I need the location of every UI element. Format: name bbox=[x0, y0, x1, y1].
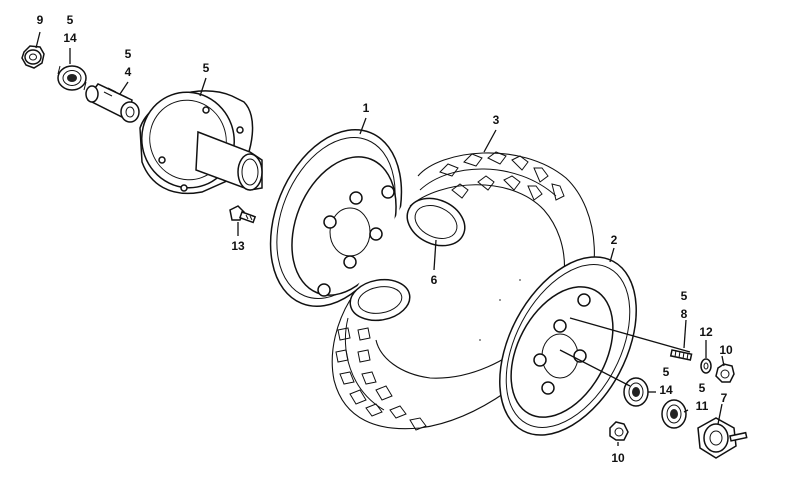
part-4-spacer bbox=[85, 83, 140, 123]
part-11-bearing bbox=[661, 399, 687, 429]
label-10: 10 bbox=[719, 343, 733, 357]
label-5: 5 bbox=[125, 47, 132, 61]
label-4: 4 bbox=[125, 65, 132, 79]
label-2: 2 bbox=[611, 233, 618, 247]
label-12: 12 bbox=[699, 325, 713, 339]
leader-lines bbox=[35, 31, 725, 446]
part-hub bbox=[139, 90, 263, 195]
label-14: 14 bbox=[659, 383, 673, 397]
label-5: 5 bbox=[663, 365, 670, 379]
label-5: 5 bbox=[699, 381, 706, 395]
part-7-axle-collar bbox=[697, 417, 748, 459]
label-3: 3 bbox=[493, 113, 500, 127]
label-9: 9 bbox=[37, 13, 44, 27]
part-2-rim-half bbox=[499, 256, 637, 436]
label-5: 5 bbox=[681, 289, 688, 303]
label-10: 10 bbox=[611, 451, 625, 465]
part-labels: 9 5 14 5 4 5 1 3 13 6 2 5 8 12 10 5 14 5… bbox=[37, 13, 733, 465]
label-14: 14 bbox=[63, 31, 77, 45]
part-13-bolt bbox=[229, 205, 257, 224]
label-1: 1 bbox=[363, 101, 370, 115]
label-6: 6 bbox=[431, 273, 438, 287]
label-11: 11 bbox=[696, 399, 709, 413]
label-5: 5 bbox=[67, 13, 74, 27]
label-5: 5 bbox=[203, 61, 210, 75]
label-8: 8 bbox=[681, 307, 688, 321]
part-10-nut-lower bbox=[609, 421, 629, 441]
part-1-rim-half bbox=[269, 129, 403, 307]
label-7: 7 bbox=[721, 391, 728, 405]
label-13: 13 bbox=[231, 239, 245, 253]
part-10-nut-upper bbox=[715, 363, 735, 383]
part-14-bearing-right bbox=[623, 377, 649, 407]
part-14-bearing-left bbox=[57, 65, 87, 91]
part-9-nut bbox=[21, 45, 45, 69]
part-8-stud bbox=[669, 349, 693, 361]
part-12-washer bbox=[700, 358, 712, 374]
